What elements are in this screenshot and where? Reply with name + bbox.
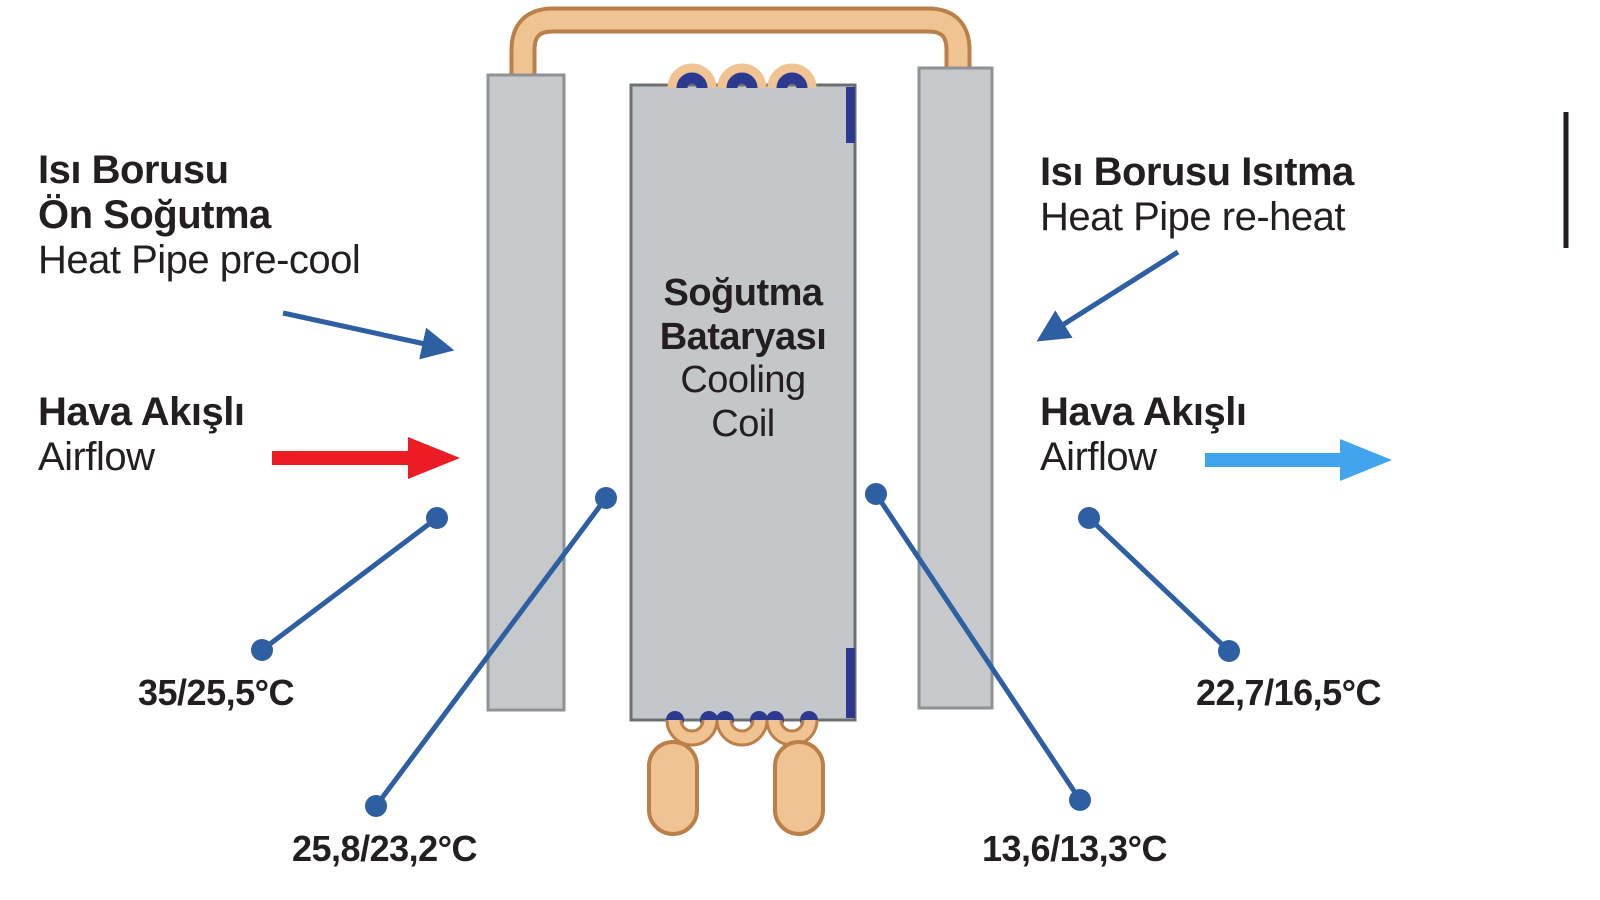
- airflow-out-title: Hava Akışlı: [1040, 390, 1247, 434]
- precool-label: Isı Borusu Ön Soğutma Heat Pipe pre-cool: [38, 148, 361, 282]
- coil-subtitle-line1: Cooling: [680, 359, 806, 402]
- heat-pipe-precool-slab: [486, 73, 566, 712]
- coil-bottom-headers: [647, 711, 825, 836]
- precool-pointer-arrow: [282, 310, 455, 360]
- airflow-out-label: Hava Akışlı Airflow: [1040, 390, 1247, 480]
- temp-leader-after-coil: [865, 483, 1091, 811]
- reheat-label: Isı Borusu Isıtma Heat Pipe re-heat: [1040, 150, 1354, 240]
- temp-leader-outlet: [1078, 507, 1240, 662]
- precool-title-line1: Isı Borusu: [38, 148, 229, 192]
- coil-top-u-bends: [667, 63, 817, 89]
- cooling-coil-label: Soğutma Bataryası Cooling Coil: [631, 272, 855, 447]
- airflow-in-arrow: [272, 437, 460, 479]
- temp-leader-after-precool: [365, 487, 617, 817]
- precool-subtitle: Heat Pipe pre-cool: [38, 237, 361, 282]
- coil-title-line1: Soğutma: [663, 272, 823, 314]
- temp-outlet: 22,7/16,5°C: [1196, 672, 1382, 713]
- heat-pipe-reheat-slab: [917, 66, 994, 710]
- temp-after-coil: 13,6/13,3°C: [982, 828, 1168, 869]
- copper-connecting-pipe: [509, 6, 972, 92]
- temp-inlet: 35/25,5°C: [138, 672, 295, 713]
- precool-title-line2: Ön Soğutma: [38, 192, 271, 237]
- cooling-coil-body: [629, 83, 857, 722]
- airflow-out-arrow: [1205, 439, 1392, 481]
- temp-leader-inlet: [251, 507, 448, 661]
- reheat-subtitle: Heat Pipe re-heat: [1040, 194, 1346, 239]
- temp-after-precool: 25,8/23,2°C: [292, 828, 478, 869]
- coil-title-line2: Bataryası: [659, 315, 827, 358]
- reheat-title: Isı Borusu Isıtma: [1040, 150, 1354, 194]
- airflow-in-subtitle: Airflow: [38, 434, 155, 479]
- airflow-out-subtitle: Airflow: [1040, 434, 1157, 479]
- coil-subtitle-line2: Coil: [711, 403, 775, 446]
- reheat-pointer-arrow: [1036, 249, 1180, 342]
- airflow-in-title: Hava Akışlı: [38, 390, 245, 434]
- airflow-in-label: Hava Akışlı Airflow: [38, 390, 245, 480]
